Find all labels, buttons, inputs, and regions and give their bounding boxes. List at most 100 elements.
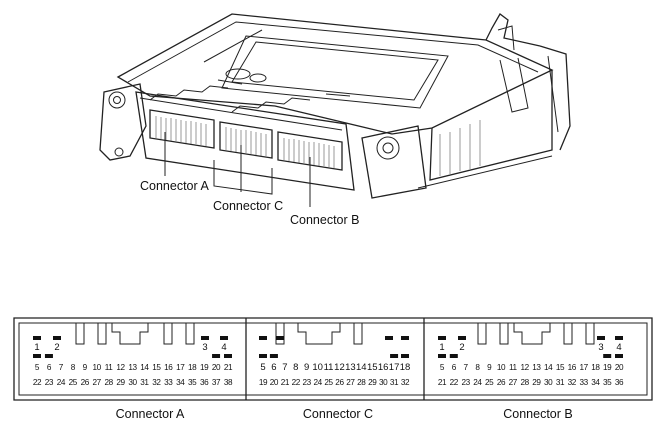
pin-marker-top	[401, 336, 409, 340]
pin-label: 29	[532, 378, 541, 387]
pin-marker-top	[385, 336, 393, 340]
callout-connector-b: Connector B	[290, 213, 359, 227]
pin-label: 10	[312, 362, 323, 373]
pin-label: 28	[104, 378, 113, 387]
pin-label: 14	[140, 363, 149, 372]
pin-marker	[44, 354, 53, 358]
pin-label: 18	[188, 363, 197, 372]
pin-label: 31	[390, 378, 399, 387]
pin-label: 27	[93, 378, 102, 387]
pin-label: 5	[440, 363, 445, 372]
pin-marker-top	[276, 336, 284, 340]
pin-label: 26	[497, 378, 506, 387]
pin-marker	[390, 354, 399, 358]
pin-label: 11	[509, 363, 518, 372]
pin-label: 13	[532, 363, 541, 372]
pin-marker	[259, 354, 267, 358]
pin-marker	[33, 336, 41, 340]
pin-label: 19	[259, 378, 268, 387]
pin-label: 27	[509, 378, 518, 387]
pin-label: 19	[603, 363, 612, 372]
pin-label: 22	[292, 378, 301, 387]
pin-label: 25	[69, 378, 78, 387]
pin-label: 19	[200, 363, 209, 372]
pin-label: 18	[400, 362, 411, 373]
pin-label: 2	[459, 342, 464, 353]
pin-label: 23	[461, 378, 470, 387]
callout-connector-c: Connector C	[213, 199, 283, 213]
pin-label: 23	[303, 378, 312, 387]
pin-label: 21	[224, 363, 233, 372]
pin-label: 29	[116, 378, 125, 387]
pin-label: 4	[221, 342, 226, 353]
pin-marker	[438, 354, 446, 358]
pin-label: 8	[293, 362, 298, 373]
pin-label: 21	[438, 378, 447, 387]
pin-label: 6	[271, 362, 276, 373]
callout-connector-a: Connector A	[140, 179, 209, 193]
pin-label: 22	[33, 378, 42, 387]
pin-marker	[53, 336, 61, 340]
pin-label: 17	[176, 363, 185, 372]
pin-label: 8	[475, 363, 480, 372]
pin-label: 22	[450, 378, 459, 387]
pin-label: 26	[335, 378, 344, 387]
pin-label: 11	[105, 363, 114, 372]
pin-label: 8	[71, 363, 76, 372]
pin-marker	[201, 336, 209, 340]
pin-label: 24	[313, 378, 322, 387]
pin-label: 6	[47, 363, 52, 372]
pin-marker	[615, 354, 623, 358]
pin-label: 12	[334, 362, 345, 373]
pin-label: 9	[304, 362, 309, 373]
callout-leaders	[164, 132, 311, 207]
pin-label: 9	[83, 363, 88, 372]
caption-connector-c: Connector C	[303, 407, 373, 421]
pin-label: 32	[568, 378, 577, 387]
pin-label: 29	[368, 378, 377, 387]
pin-label: 20	[270, 378, 279, 387]
pin-marker	[224, 354, 232, 358]
pin-label: 20	[615, 363, 624, 372]
pin-label: 28	[357, 378, 366, 387]
pin-marker	[401, 354, 409, 358]
pin-label: 13	[128, 363, 137, 372]
pin-label: 3	[598, 342, 603, 353]
pin-label: 32	[401, 378, 410, 387]
pin-label: 36	[200, 378, 209, 387]
pin-marker-top	[259, 336, 267, 340]
pin-label: 34	[591, 378, 600, 387]
pin-label: 26	[81, 378, 90, 387]
pin-label: 33	[579, 378, 588, 387]
pin-label: 30	[128, 378, 137, 387]
pin-label: 5	[35, 363, 40, 372]
pin-label: 1	[439, 342, 444, 353]
pin-label: 15	[367, 362, 378, 373]
pin-label: 5	[260, 362, 265, 373]
pin-label: 15	[152, 363, 161, 372]
pin-label: 4	[616, 342, 621, 353]
pin-marker	[449, 354, 458, 358]
pin-label: 30	[544, 378, 553, 387]
pin-label: 34	[176, 378, 185, 387]
pin-label: 16	[568, 363, 577, 372]
pin-marker	[603, 354, 612, 358]
pin-marker	[458, 336, 466, 340]
pin-label: 14	[356, 362, 367, 373]
pin-label: 28	[520, 378, 529, 387]
pin-label: 30	[379, 378, 388, 387]
pin-marker	[212, 354, 221, 358]
pin-label: 36	[615, 378, 624, 387]
pin-label: 7	[282, 362, 287, 373]
pin-label: 10	[93, 363, 102, 372]
pin-label: 6	[452, 363, 457, 372]
pin-label: 11	[324, 362, 334, 373]
pin-label: 37	[212, 378, 221, 387]
pin-label: 1	[34, 342, 39, 353]
caption-connector-a: Connector A	[116, 407, 185, 421]
pin-label: 24	[473, 378, 482, 387]
pin-label: 10	[497, 363, 506, 372]
pin-marker	[33, 354, 41, 358]
